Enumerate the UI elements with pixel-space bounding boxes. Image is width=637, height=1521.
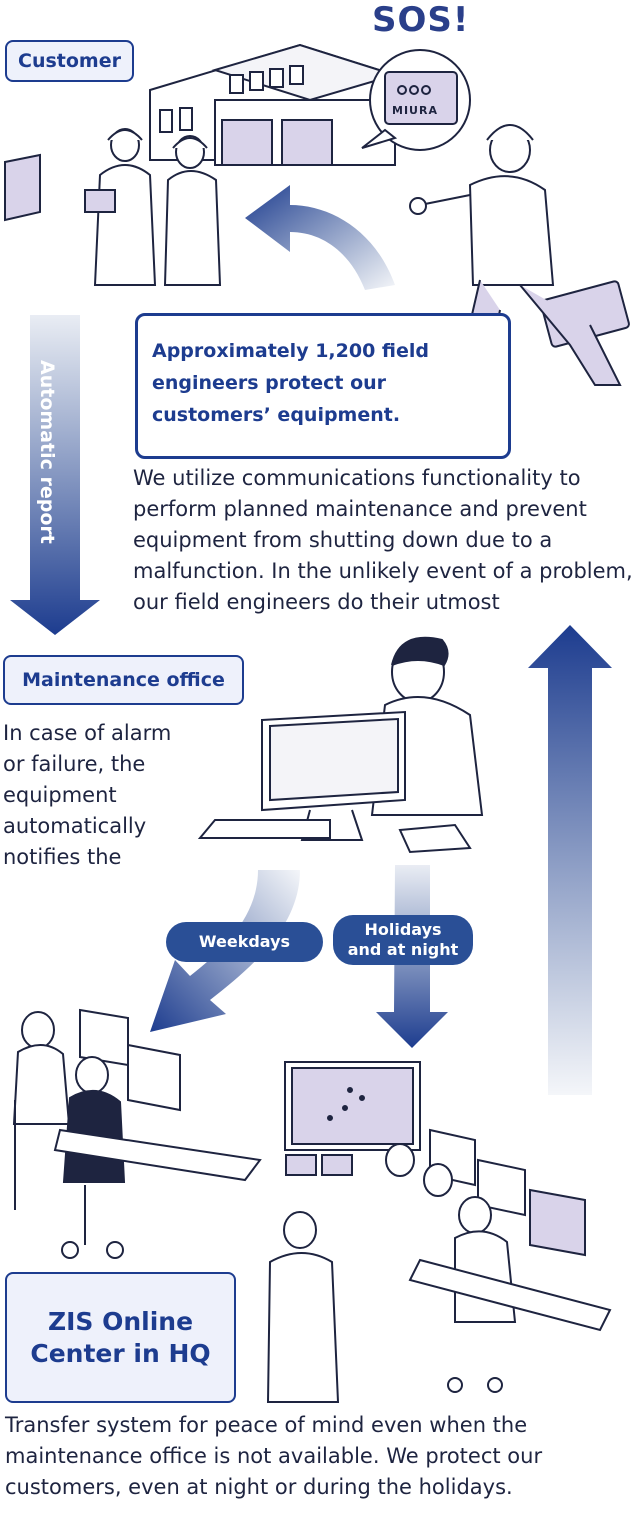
footer-text: Transfer system for peace of mind even w…: [5, 1413, 543, 1499]
automatic-report-arrow: [10, 315, 100, 635]
maintenance-office-label: Maintenance office: [3, 655, 244, 705]
branch-operators-illustration: [12, 1008, 262, 1259]
maintenance-office-text: In case of alarm or failure, the equipme…: [3, 721, 172, 869]
miura-logo-text: MIURA: [392, 104, 438, 117]
maintenance-office-illustration: [197, 636, 484, 854]
field-engineer-illustration: [409, 124, 630, 436]
customer-building-illustration: [149, 43, 399, 166]
automatic-report-label: Automatic report: [36, 360, 58, 544]
engineer-callout-text: Approximately 1,200 field engineers prot…: [152, 340, 429, 426]
return-to-customer-arrow: [528, 625, 612, 1095]
customer-staff-illustration: [84, 128, 222, 286]
weekdays-route-label: Weekdays: [166, 922, 323, 962]
holidays-route-label: Holidays and at night: [333, 915, 473, 965]
customer-label: Customer: [5, 40, 134, 82]
sos-text: SOS!: [372, 0, 470, 40]
sos-bubble-illustration: [361, 49, 471, 151]
engineer-callout: [135, 313, 511, 459]
zis-center-illustration: [266, 1061, 612, 1403]
zis-center-label: ZIS Online Center in HQ: [5, 1272, 236, 1403]
engineer-to-customer-arrow: [245, 185, 395, 290]
wall-panel-illustration: [4, 153, 41, 222]
maintenance-description: We utilize communications functionality …: [133, 466, 633, 614]
